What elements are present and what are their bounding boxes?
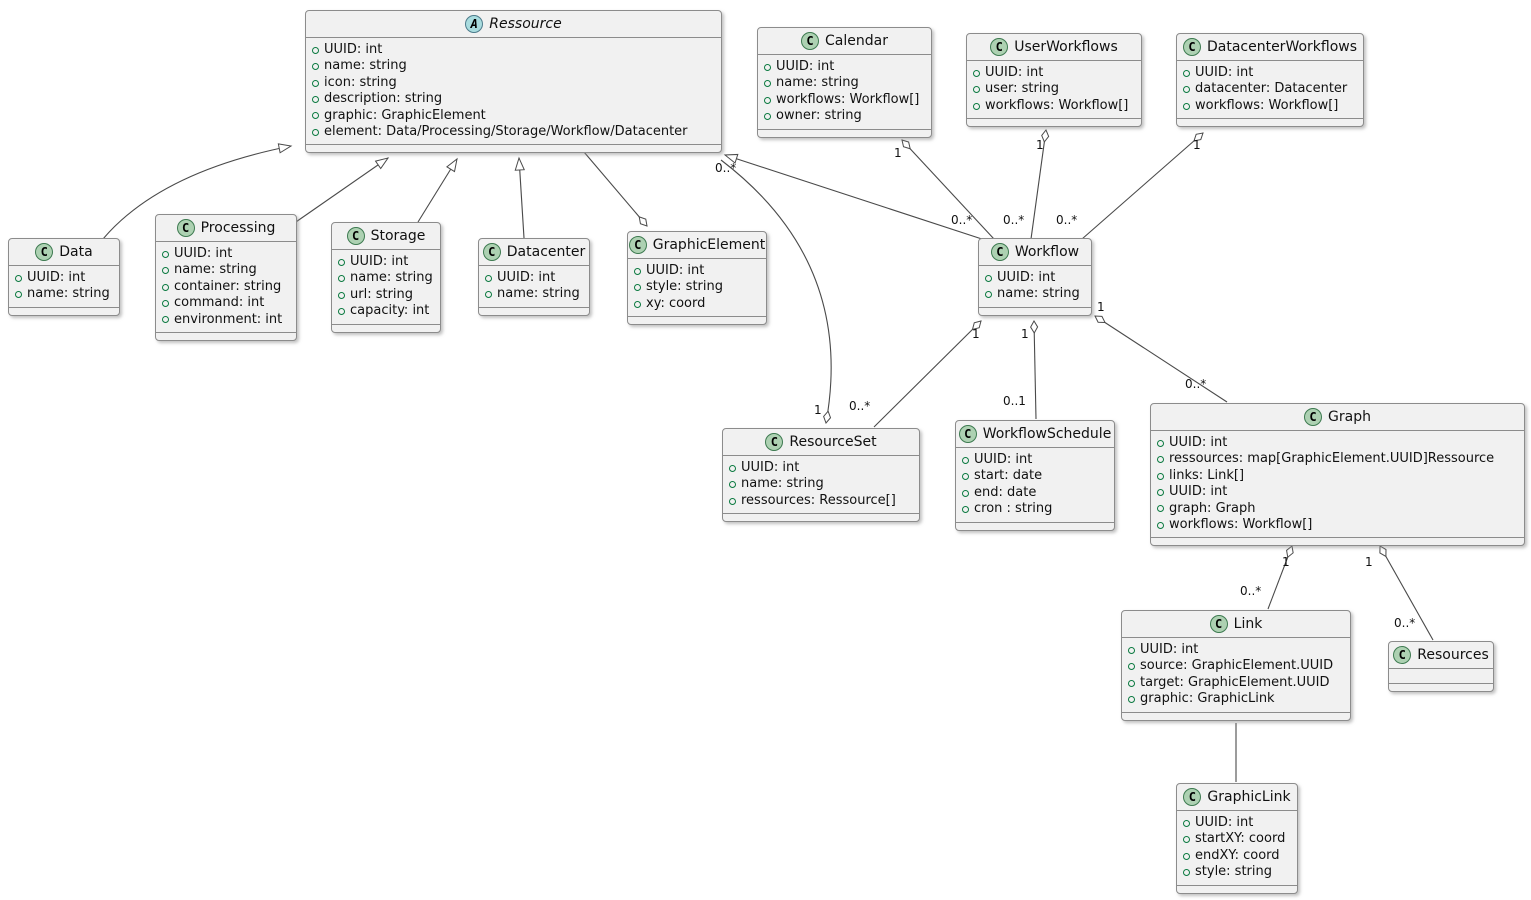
edge-workflow-aggregates-workflowschedule xyxy=(1030,320,1039,420)
edge-resourceset-aggregates-ressource xyxy=(720,159,832,424)
edge-workflow-to-ressource xyxy=(723,153,989,242)
edge-ressource-to-graphicelement xyxy=(583,151,648,227)
edge-calendar-aggregates-workflow xyxy=(901,139,995,240)
edge-graph-aggregates-link xyxy=(1267,545,1294,610)
edge-datacenter-to-ressource xyxy=(514,156,525,239)
edge-data-to-ressource xyxy=(102,143,293,240)
edge-processing-to-ressource xyxy=(292,157,390,225)
edge-workflow-aggregates-resourceset xyxy=(873,320,982,428)
edge-workflow-aggregates-graph xyxy=(1094,315,1228,403)
edge-datacenterworkflows-aggregates-workflow xyxy=(1081,132,1204,240)
edge-graph-aggregates-resources xyxy=(1379,545,1434,641)
edge-storage-to-ressource xyxy=(417,157,458,223)
edge-userworkflows-aggregates-workflow xyxy=(1030,129,1050,240)
